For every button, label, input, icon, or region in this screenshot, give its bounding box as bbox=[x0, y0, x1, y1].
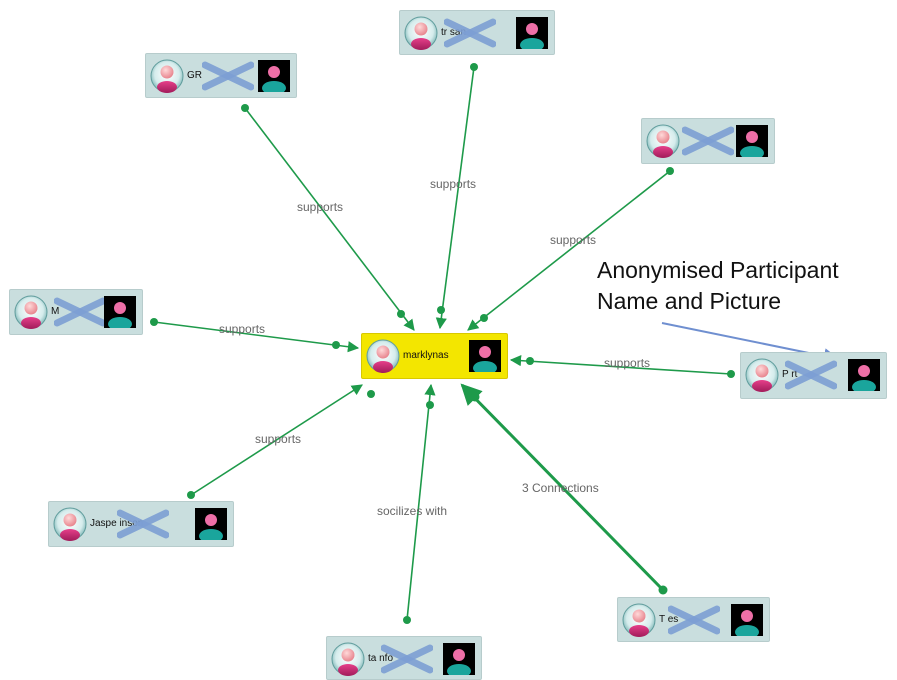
node-bottom[interactable]: ta nfo bbox=[326, 636, 482, 680]
edge-label-bottom-left: supports bbox=[255, 432, 302, 446]
node-left[interactable]: M bbox=[9, 289, 143, 335]
user-avatar-icon bbox=[150, 59, 184, 93]
node-center[interactable]: marklynas bbox=[361, 333, 508, 379]
profile-photo bbox=[516, 17, 548, 49]
user-avatar-icon bbox=[53, 507, 87, 541]
edge-label-top-right: supports bbox=[550, 233, 597, 247]
user-avatar-icon bbox=[622, 603, 656, 637]
edge-left bbox=[150, 318, 360, 353]
edge-label-bottom-right: 3 Connections bbox=[522, 481, 599, 495]
annotation-line-2: Name and Picture bbox=[597, 288, 782, 314]
profile-photo bbox=[731, 604, 763, 636]
anonymised-cross-icon bbox=[54, 297, 106, 327]
node-top-right[interactable] bbox=[641, 118, 775, 164]
profile-photo bbox=[443, 643, 475, 675]
edge-label-top: supports bbox=[430, 177, 477, 191]
node-top[interactable]: tr san bbox=[399, 10, 555, 55]
edge-right bbox=[509, 355, 735, 378]
annotation-line-1: Anonymised Participant bbox=[597, 257, 839, 283]
user-avatar-icon bbox=[14, 295, 48, 329]
edge-label-bottom: socilizes with bbox=[377, 504, 448, 518]
edge-top-right bbox=[467, 167, 674, 331]
node-name: Jaspe inson bbox=[90, 518, 144, 529]
user-avatar-icon bbox=[404, 16, 438, 50]
annotation-text: Anonymised Participant Name and Picture bbox=[597, 255, 839, 317]
node-right[interactable]: P rt bbox=[740, 352, 887, 399]
user-avatar-icon bbox=[366, 339, 400, 373]
profile-photo bbox=[736, 125, 768, 157]
node-bottom-right[interactable]: T es bbox=[617, 597, 770, 642]
edge-label-right: supports bbox=[604, 356, 651, 370]
edge-top-left bbox=[241, 104, 415, 331]
profile-photo bbox=[848, 359, 880, 391]
node-bottom-left[interactable]: Jaspe inson bbox=[48, 501, 234, 547]
node-name: marklynas bbox=[403, 350, 449, 361]
node-name: T es bbox=[659, 614, 679, 625]
anonymised-cross-icon bbox=[117, 509, 169, 539]
edge-top bbox=[435, 63, 478, 330]
edge-bottom bbox=[403, 383, 436, 624]
user-avatar-icon bbox=[331, 642, 365, 676]
edge-label-left: supports bbox=[219, 322, 266, 336]
anonymised-cross-icon bbox=[785, 360, 837, 390]
edge-label-top-left: supports bbox=[297, 200, 344, 214]
anonymised-cross-icon bbox=[444, 18, 496, 48]
profile-photo bbox=[104, 296, 136, 328]
profile-photo bbox=[195, 508, 227, 540]
profile-photo bbox=[469, 340, 501, 372]
user-avatar-icon bbox=[745, 358, 779, 392]
edge-bottom-left bbox=[187, 384, 375, 499]
node-top-left[interactable]: GR bbox=[145, 53, 297, 98]
node-name: P rt bbox=[782, 369, 798, 380]
node-name: M bbox=[51, 306, 60, 317]
user-avatar-icon bbox=[646, 124, 680, 158]
node-name: tr san bbox=[441, 27, 467, 38]
anonymised-cross-icon bbox=[682, 126, 734, 156]
anonymised-cross-icon bbox=[668, 605, 720, 635]
anonymised-cross-icon bbox=[381, 644, 433, 674]
node-name: ta nfo bbox=[368, 653, 394, 664]
node-name: GR bbox=[187, 70, 202, 81]
profile-photo bbox=[258, 60, 290, 92]
anonymised-cross-icon bbox=[202, 61, 254, 91]
edge-bottom-right bbox=[460, 383, 668, 595]
